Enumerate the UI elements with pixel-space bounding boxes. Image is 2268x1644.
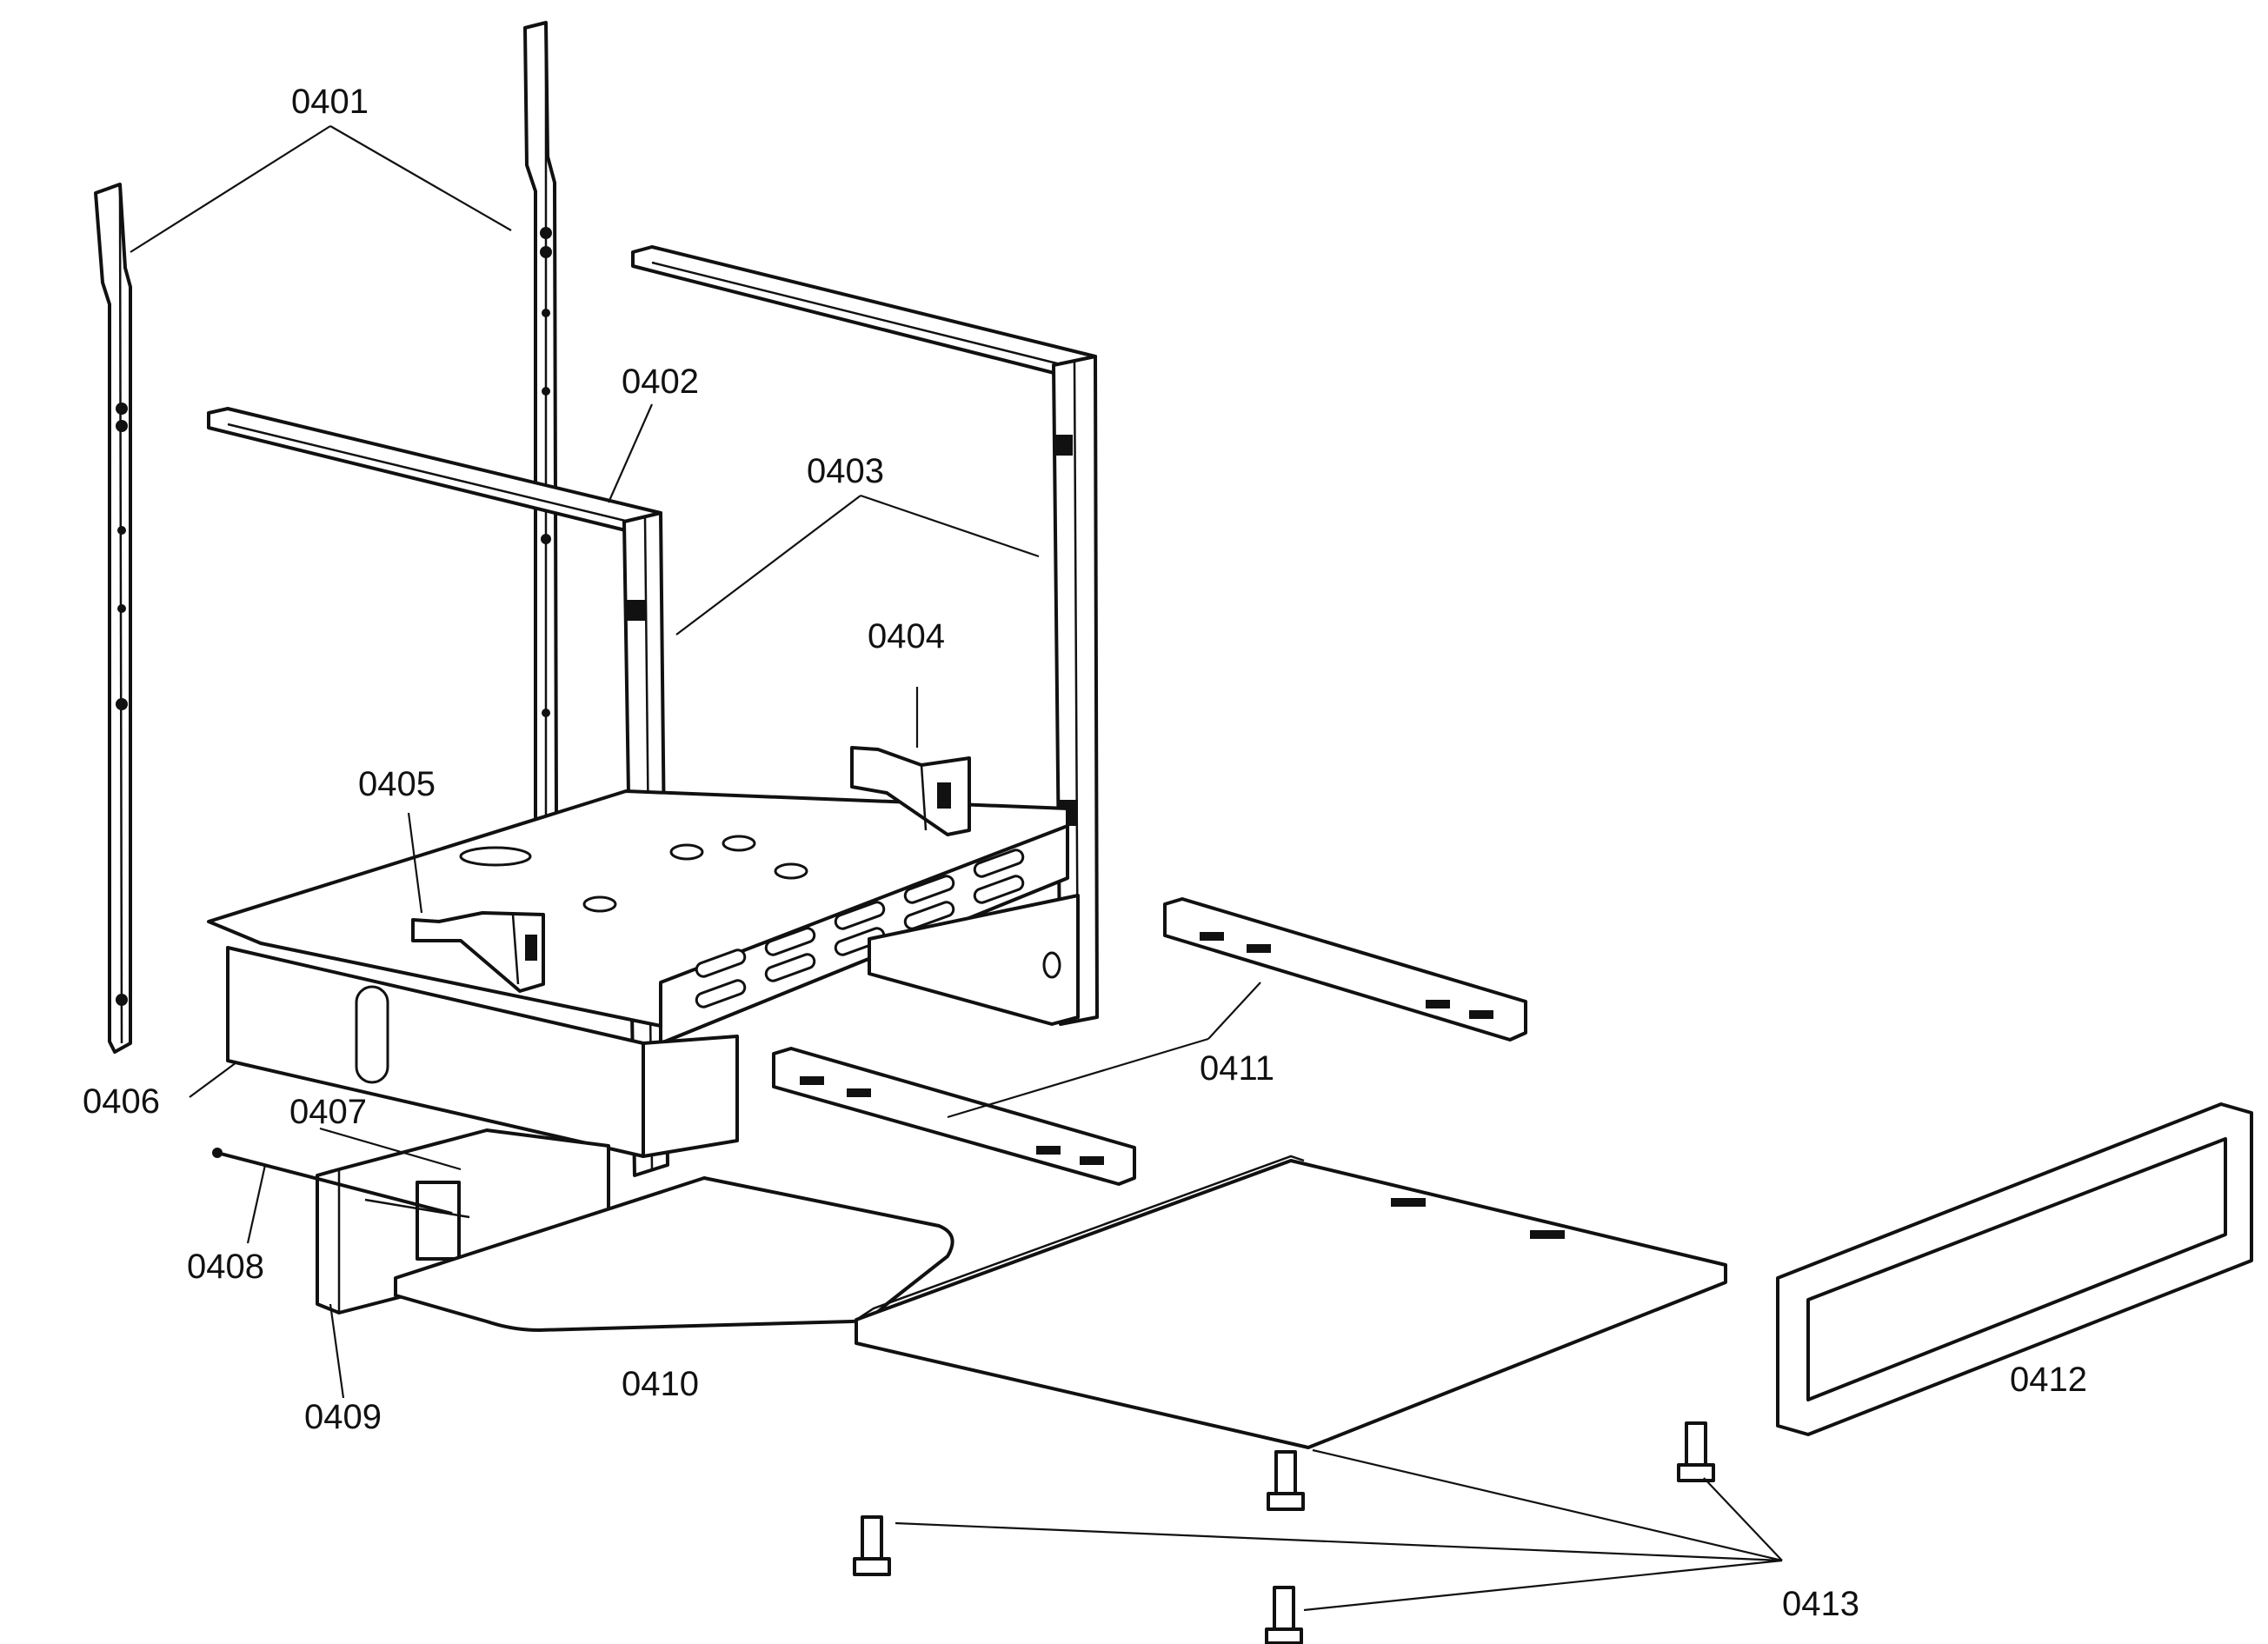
- part-0409-side-panel: [316, 1128, 610, 1315]
- part-0404-bracket: [850, 746, 971, 836]
- label-0407: 0407: [289, 1093, 367, 1131]
- part-0407-element: [364, 1181, 470, 1261]
- label-0401: 0401: [291, 83, 369, 121]
- label-0408: 0408: [187, 1248, 264, 1286]
- part-0413-foot-1: [853, 1515, 891, 1576]
- label-0412: 0412: [2010, 1361, 2087, 1399]
- part-0413-foot-4: [1265, 1586, 1303, 1644]
- part-0402-top-crossbar-rear: [631, 245, 1097, 381]
- label-0405: 0405: [358, 765, 436, 803]
- part-0408-rod: [212, 1148, 453, 1215]
- part-0412-drawer-front: [1776, 1102, 2253, 1436]
- label-0411: 0411: [1200, 1049, 1274, 1088]
- oven-floor-tray: [207, 789, 1069, 1045]
- label-0402: 0402: [622, 363, 699, 401]
- label-0409: 0409: [304, 1398, 382, 1436]
- part-0413-foot-3: [1677, 1421, 1715, 1482]
- part-0401-right-rail: [523, 21, 558, 828]
- part-0406-front-panel: [226, 946, 739, 1158]
- part-0411-slide-left: [772, 1047, 1136, 1186]
- label-0406: 0406: [83, 1082, 160, 1121]
- label-0403: 0403: [807, 452, 884, 490]
- label-0410: 0410: [622, 1365, 699, 1403]
- label-0413: 0413: [1782, 1585, 1859, 1623]
- part-0405-bracket: [411, 911, 545, 993]
- label-0404: 0404: [868, 617, 945, 656]
- leader-lines: [130, 125, 1783, 1612]
- part-0401-left-rail: [94, 183, 132, 1054]
- rear-lower-frame: [868, 894, 1080, 1026]
- drawer-base-tray: [855, 1155, 1727, 1449]
- part-0402-top-crossbar-front: [207, 407, 662, 536]
- part-0411-slide-right: [1163, 897, 1527, 1042]
- part-0413-foot-2: [1267, 1450, 1305, 1511]
